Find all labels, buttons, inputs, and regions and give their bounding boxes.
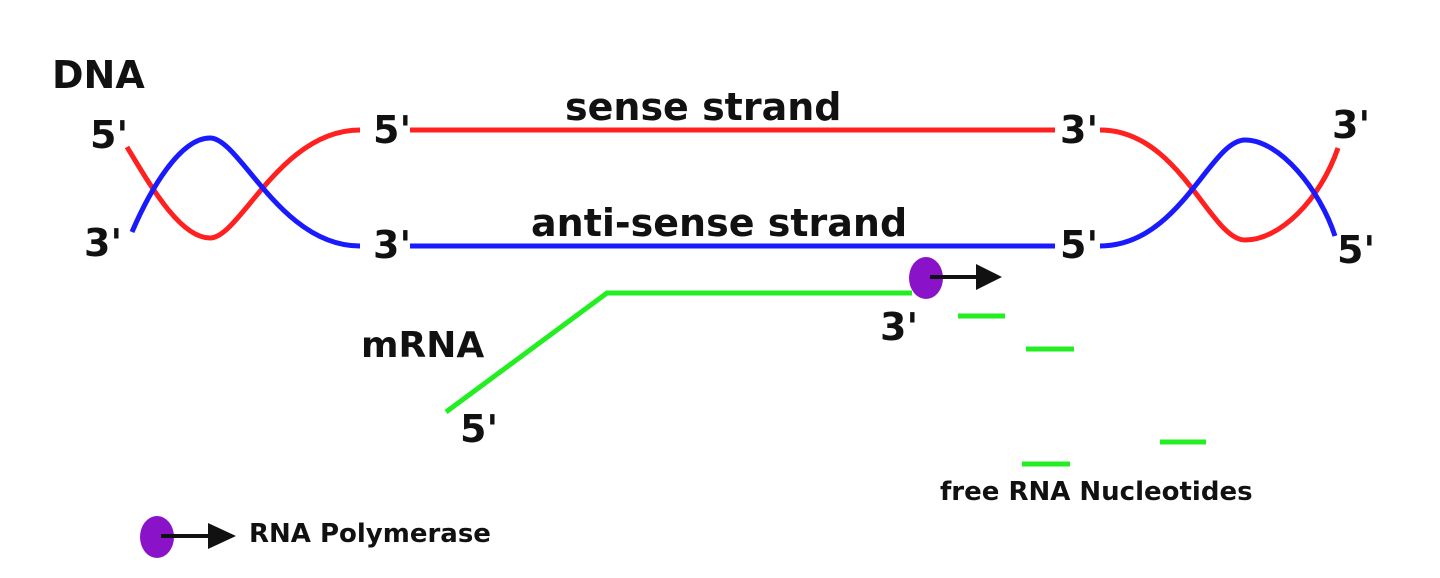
- mrna-five-prime: 5': [460, 407, 498, 451]
- left-helix-sense: [124, 127, 361, 241]
- dna-label: DNA: [52, 53, 145, 97]
- antisense-three-prime: 3': [373, 223, 411, 267]
- left-helix-antisense: [129, 135, 361, 249]
- right-helix-antisense: [1099, 137, 1338, 249]
- sense-five-prime: 5': [373, 108, 411, 152]
- rna-polymerase-label: RNA Polymerase: [249, 519, 491, 549]
- polymerase-arrow-head: [976, 264, 1002, 290]
- mrna-label: mRNA: [361, 325, 484, 366]
- right-helix-sense: [1099, 127, 1341, 243]
- left-helix: [124, 127, 361, 249]
- left-helix-five-prime: 5': [90, 113, 128, 157]
- legend-polymerase-icon: [140, 516, 236, 558]
- rna-polymerase-icon: [909, 257, 1002, 299]
- antisense-strand-label: anti-sense strand: [531, 201, 907, 245]
- right-helix-three-prime: 3': [1332, 103, 1370, 147]
- free-nucleotides-label: free RNA Nucleotides: [940, 477, 1253, 507]
- right-helix-five-prime: 5': [1337, 228, 1375, 272]
- legend-polymerase-body: [140, 516, 174, 558]
- free-nucleotides: [958, 313, 1206, 467]
- right-helix: [1099, 127, 1341, 249]
- sense-three-prime: 3': [1060, 108, 1098, 152]
- legend-arrow-head: [208, 523, 236, 549]
- mrna-three-prime: 3': [880, 305, 918, 349]
- left-helix-three-prime: 3': [84, 221, 122, 265]
- antisense-five-prime: 5': [1060, 223, 1098, 267]
- polymerase-body: [909, 257, 943, 299]
- mrna-strand: [444, 290, 912, 415]
- sense-strand-label: sense strand: [565, 85, 841, 129]
